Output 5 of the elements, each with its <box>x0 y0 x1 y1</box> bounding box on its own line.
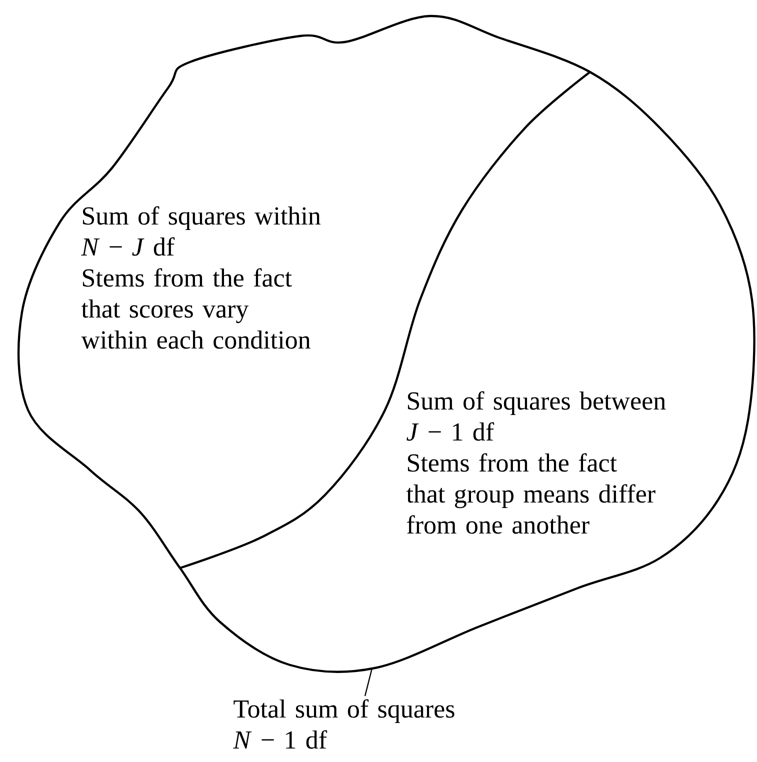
region-label: Sum of squares between J − 1 df Stems from the fact that group means differ from one another <box>406 391 666 534</box>
total-label: Total sum of squares N − 1 df <box>233 699 454 749</box>
region-outline <box>17 14 756 673</box>
leader-line <box>364 668 373 696</box>
region-label: Sum of squares within N − J df Stems from the fact that scores vary within each condition <box>81 206 321 349</box>
